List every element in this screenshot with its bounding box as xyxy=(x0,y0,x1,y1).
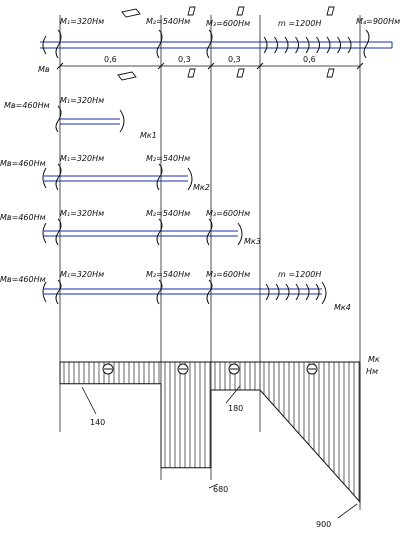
moment-label-m3: M₃=600Нм xyxy=(206,19,250,28)
distributed-load-arc xyxy=(326,36,331,54)
diagram-hatching xyxy=(63,362,360,501)
dimension-label-1: 0,6 xyxy=(104,55,117,64)
value-label-140: 140 xyxy=(90,418,105,427)
section-3-left-label: Мв=460Нм xyxy=(0,213,46,222)
distributed-load-arc xyxy=(285,283,290,301)
section-2-load-m1: M₁=320Нм xyxy=(60,154,104,163)
distributed-load-arc xyxy=(265,283,270,301)
section-2-cut-icon xyxy=(187,167,193,191)
torque-diagram: Мк Нм 140 680 180 900 xyxy=(59,355,380,529)
section-3-load-icons xyxy=(55,218,213,246)
dimension-ticks xyxy=(56,62,364,70)
support-arc-icon xyxy=(42,35,47,55)
section-1: Мв=460Нм M₁=320Нм Мк1 xyxy=(4,96,157,140)
section-3: Мв=460Нм M₁=320Нм M₂=540Нм M₃=600Нм Мк3 xyxy=(0,209,261,246)
section-1-left-label: Мв=460Нм xyxy=(4,101,50,110)
distributed-load-arc xyxy=(305,36,310,54)
distributed-load-arcs xyxy=(263,36,352,54)
section-4-load-icons xyxy=(55,279,213,305)
section-3-result: Мк3 xyxy=(244,237,261,246)
moment-label-m4: M₄=900Нм xyxy=(356,17,400,26)
value-label-180: 180 xyxy=(228,404,243,413)
distributed-load-arc xyxy=(275,283,280,301)
section-2-left-label: Мв=460Нм xyxy=(0,159,46,168)
torque-diagram-outline xyxy=(59,362,361,504)
distributed-load-arc xyxy=(263,36,268,54)
section-2-load-icons xyxy=(55,163,163,191)
section-4-left-label: Мв=460Нм xyxy=(0,275,46,284)
value-label-680: 680 xyxy=(213,485,228,494)
section-3-load-m1: M₁=320Нм xyxy=(60,209,104,218)
dimension-label-3: 0,3 xyxy=(228,55,241,64)
section-4-distributed-arcs xyxy=(265,283,320,301)
section-1-result: Мк1 xyxy=(140,131,157,140)
dimension-label-2: 0,3 xyxy=(178,55,191,64)
section-4: Мв=460Нм M₁=320Нм M₂=540Нм M₃=600Нм m =1… xyxy=(0,270,351,312)
section-symbol-icons xyxy=(117,6,335,81)
distributed-load-arc xyxy=(274,36,278,54)
moment-label-m: m =1200Н xyxy=(278,19,321,28)
section-4-support-icon xyxy=(42,281,47,303)
distributed-load-arc xyxy=(316,36,320,54)
diagram-outline xyxy=(59,362,361,504)
section-3-cut-icon xyxy=(237,222,243,246)
section-4-load-m1: M₁=320Нм xyxy=(60,270,104,279)
value-label-900: 900 xyxy=(316,520,331,529)
section-3-support-icon xyxy=(42,222,47,244)
distributed-load-arc xyxy=(295,283,300,301)
distributed-load-arc xyxy=(347,36,352,54)
section-4-cut-icon xyxy=(321,281,327,305)
section-2-support-icon xyxy=(42,167,47,189)
section-1-load-m1: M₁=320Нм xyxy=(60,96,104,105)
distributed-load-arc xyxy=(284,36,289,54)
section-2-result: Мк2 xyxy=(193,183,210,192)
section-4-result: Мк4 xyxy=(334,303,351,312)
section-4-load-m: m =1200Н xyxy=(278,270,321,279)
moment-label-m2: M₂=540Нм xyxy=(146,17,190,26)
section-2: Мв=460Нм M₁=320Нм M₂=540Нм Мк2 xyxy=(0,154,210,192)
section-2-load-m2: M₂=540Нм xyxy=(146,154,190,163)
section-4-load-m2: M₂=540Нм xyxy=(146,270,190,279)
diagram-unit-label: Нм xyxy=(366,367,378,376)
section-4-load-m3: M₃=600Нм xyxy=(206,270,250,279)
diagram-axis-label: Мк xyxy=(368,355,380,364)
load-arrow-icon xyxy=(55,29,370,59)
distributed-load-arc xyxy=(315,283,320,301)
section-1-load-icon xyxy=(55,105,62,133)
moment-label-m1: M₁=320Нм xyxy=(60,17,104,26)
section-1-cut-icon xyxy=(119,109,125,133)
distributed-load-arc xyxy=(295,36,299,54)
leader-lines xyxy=(81,385,358,519)
distributed-load-arc xyxy=(305,283,310,301)
section-3-load-m3: M₃=600Нм xyxy=(206,209,250,218)
support-label: Мв xyxy=(38,65,50,74)
top-shaft: Мв M₁=320Нм M₂=540Нм M₃=600Нм m =1200Н M… xyxy=(38,6,400,81)
section-3-load-m2: M₂=540Нм xyxy=(146,209,190,218)
distributed-load-arc xyxy=(337,36,341,54)
dimension-label-4: 0,6 xyxy=(303,55,316,64)
